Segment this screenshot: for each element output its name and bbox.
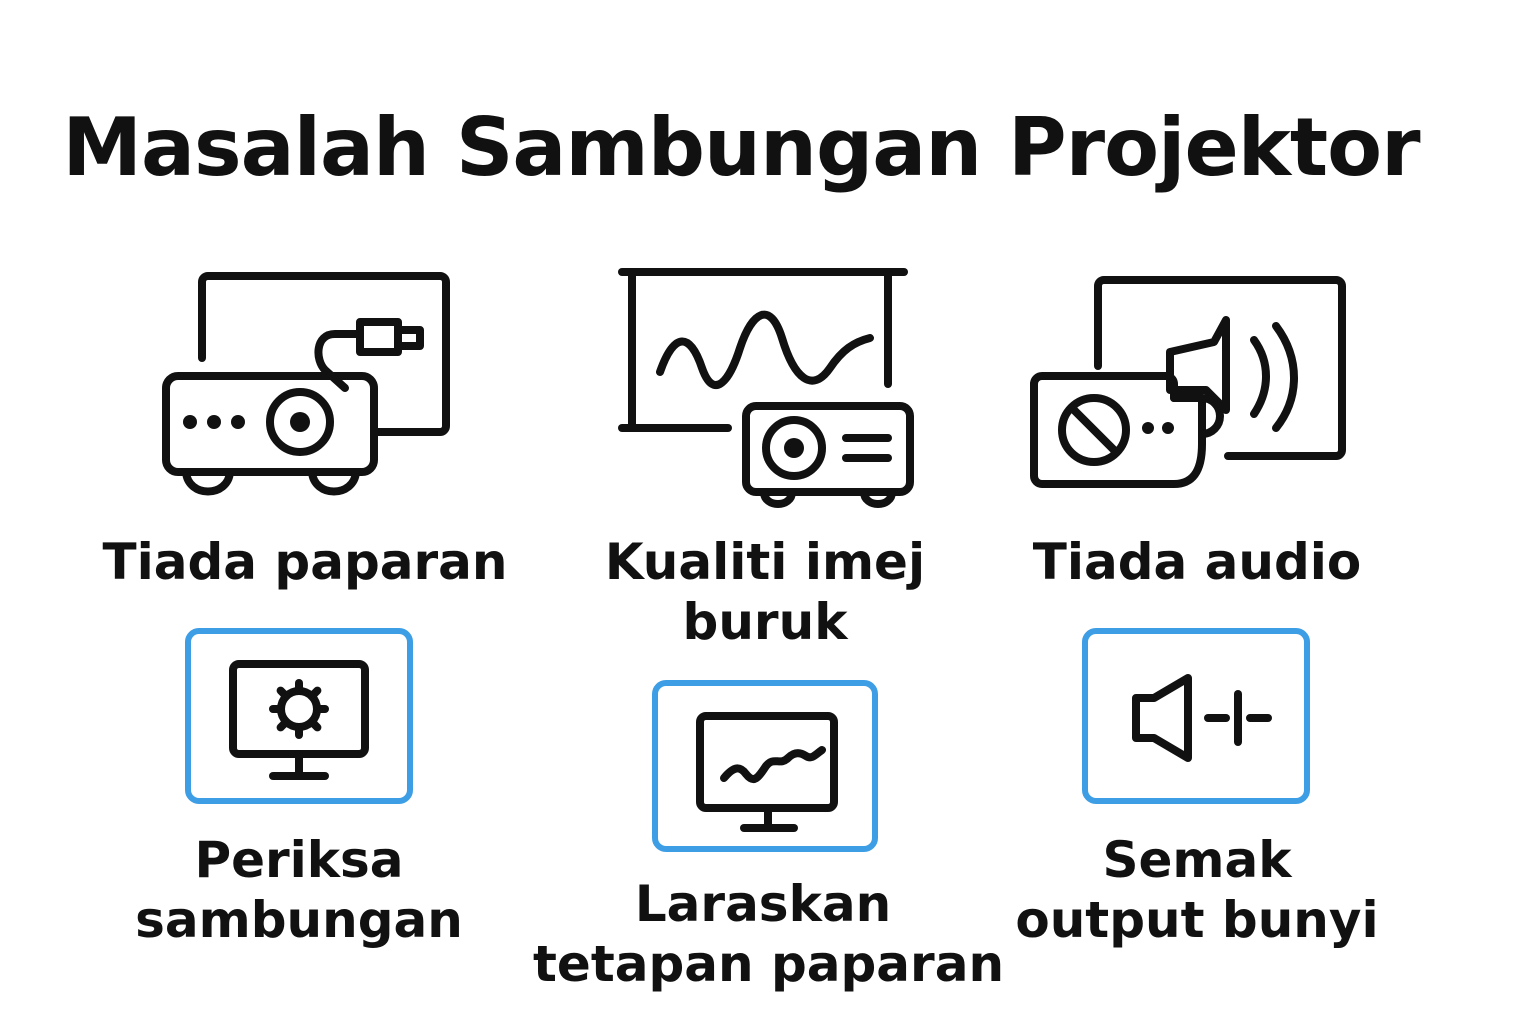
problem-label-poor-image: Kualiti imej buruk xyxy=(540,532,990,652)
solution-label-line-1: Semak xyxy=(1102,831,1292,889)
adjust-display-button[interactable] xyxy=(652,680,878,852)
projector-cable-icon xyxy=(162,272,450,496)
page-title: Masalah Sambungan Projektor xyxy=(62,101,1420,194)
monitor-gear-icon xyxy=(229,660,369,780)
solution-label-line-1: Periksa xyxy=(194,831,404,889)
problem-label-line-1: Kualiti imej xyxy=(604,533,926,591)
check-connection-button[interactable] xyxy=(185,628,413,804)
speaker-volume-icon xyxy=(1132,674,1272,762)
solution-label-line-2: sambungan xyxy=(135,891,463,949)
projector-speaker-icon xyxy=(1030,276,1346,488)
projector-screen-icon xyxy=(618,268,914,508)
monitor-graph-icon xyxy=(696,712,838,832)
solution-label-line-2: output bunyi xyxy=(1015,891,1379,949)
check-sound-output-button[interactable] xyxy=(1082,628,1310,804)
solution-label-adjust-display: Laraskan tetapan paparan xyxy=(533,874,1005,994)
problem-label-line-2: buruk xyxy=(682,593,848,651)
problem-label-no-audio: Tiada audio xyxy=(1032,533,1362,591)
solution-label-line-2: tetapan paparan xyxy=(533,935,1005,993)
solution-label-line-1: Laraskan xyxy=(634,875,892,933)
problem-label-no-display: Tiada paparan xyxy=(102,533,508,591)
solution-label-check-sound: Semak output bunyi xyxy=(972,830,1422,950)
solution-label-check-connection: Periksa sambungan xyxy=(74,830,524,950)
